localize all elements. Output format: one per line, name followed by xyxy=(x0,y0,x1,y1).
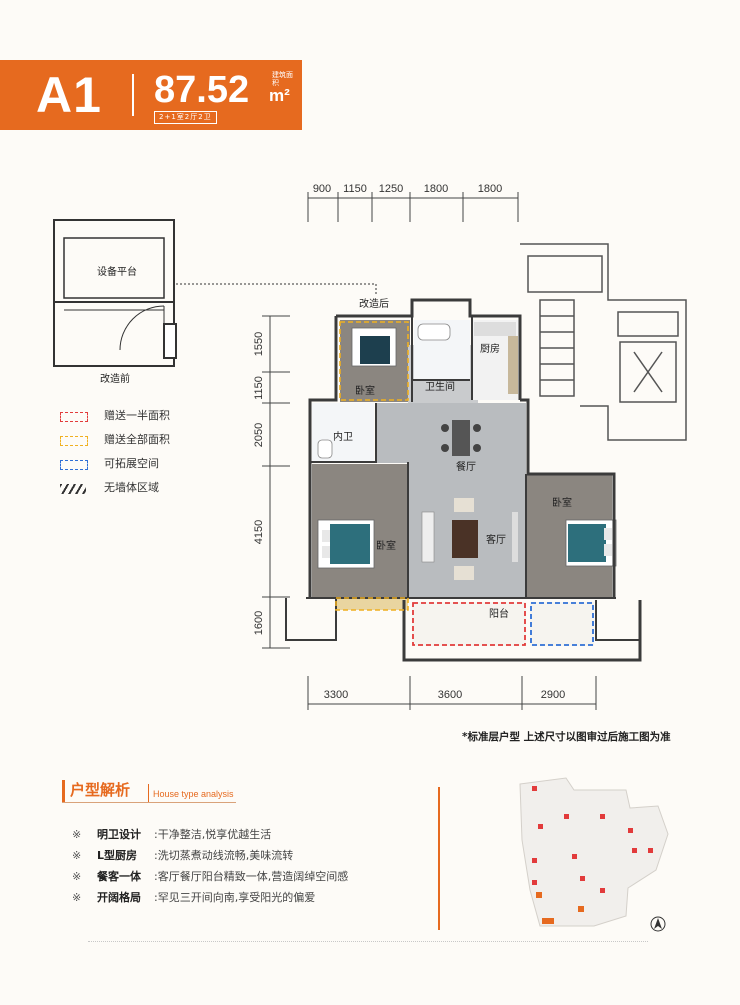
dim-bottom-1: 3300 xyxy=(324,689,348,701)
dim-top-4: 1800 xyxy=(424,183,448,195)
disclaimer-note: *标准层户型 上述尺寸以图审过后施工图为准 xyxy=(462,731,671,743)
bath-fixtures xyxy=(317,323,451,459)
item-key: 明卫设计 xyxy=(97,828,141,841)
unit-area: 87.52 xyxy=(154,69,250,111)
section-accent xyxy=(62,780,65,802)
banner-divider xyxy=(132,74,134,116)
dim-top-2: 1150 xyxy=(343,183,367,195)
bedroom-top-label: 卧室 xyxy=(355,384,375,397)
analysis-title: 户型解析 xyxy=(70,781,131,799)
after-mod-label: 改造后 xyxy=(359,297,389,310)
dim-left-4: 4150 xyxy=(253,520,265,544)
pre-modification-sketch xyxy=(53,219,177,367)
legend-swatch-full xyxy=(60,436,88,446)
bullet-icon: ※ xyxy=(72,891,82,904)
area-unit: m² xyxy=(269,86,290,105)
bed-right xyxy=(565,519,617,567)
bathroom-label: 卫生间 xyxy=(425,380,455,393)
bedroom-right-label: 卧室 xyxy=(552,496,572,509)
section-underline xyxy=(62,802,236,803)
bed-top xyxy=(351,327,397,367)
before-mod-label: 改造前 xyxy=(100,372,130,385)
site-buildings xyxy=(532,786,653,893)
top-dimension-line xyxy=(307,192,519,222)
layout-badge: 2+1室2厅2卫 xyxy=(154,111,217,124)
item-key: 餐客一体 xyxy=(97,870,141,883)
stair-core xyxy=(520,243,687,441)
dim-top-5: 1800 xyxy=(478,183,502,195)
site-boundary xyxy=(519,777,669,927)
walls xyxy=(285,298,642,662)
kitchen-fixtures xyxy=(474,322,518,394)
legend-label: 赠送一半面积 xyxy=(104,409,170,422)
legend-label: 可拓展空间 xyxy=(104,457,159,470)
equipment-platform-label: 设备平台 xyxy=(97,265,137,278)
connector-line xyxy=(176,283,377,296)
item-content: :罕见三开间向南,享受阳光的偏爱 xyxy=(154,891,316,904)
highlight-buildings xyxy=(536,892,584,924)
analysis-subtitle: House type analysis xyxy=(153,789,234,799)
floor-plan: 900 1150 1250 1800 1800 1550 1150 2050 4… xyxy=(53,183,687,710)
bullet-icon: ※ xyxy=(72,849,82,862)
bottom-dimension-line xyxy=(307,676,597,710)
dim-left-1: 1550 xyxy=(253,332,265,356)
balcony-label: 阳台 xyxy=(489,607,509,620)
fine-print-line xyxy=(88,941,648,946)
legend-swatch-expandable xyxy=(60,460,88,470)
unit-code: A1 xyxy=(36,67,102,123)
item-content: :洗切蒸煮动线流畅,美味流转 xyxy=(154,849,294,862)
legend-swatch-half xyxy=(60,412,88,422)
dining-table xyxy=(441,420,481,456)
section-divider xyxy=(148,784,149,802)
legend-label: 赠送全部面积 xyxy=(104,433,170,446)
item-key: L型厨房 xyxy=(97,849,138,862)
legend-label: 无墙体区域 xyxy=(104,481,159,494)
area-superscript: 建筑面积 xyxy=(272,71,293,87)
dim-bottom-2: 3600 xyxy=(438,689,462,701)
item-content: :客厅餐厅阳台精致一体,营造阔绰空间感 xyxy=(154,870,349,883)
compass-icon xyxy=(650,916,666,932)
left-dimension-line xyxy=(262,315,290,649)
dim-left-5: 1600 xyxy=(253,611,265,635)
legend-swatch-no-wall xyxy=(60,484,86,494)
header-banner: A1 87.52 建筑面积 m² 2+1室2厅2卫 xyxy=(0,60,302,130)
dim-bottom-3: 2900 xyxy=(541,689,565,701)
vertical-divider xyxy=(438,787,440,930)
dining-label: 餐厅 xyxy=(456,460,476,473)
living-label: 客厅 xyxy=(486,533,506,546)
bullet-icon: ※ xyxy=(72,870,82,883)
bedroom-master-label: 卧室 xyxy=(376,539,396,552)
item-key: 开阔格局 xyxy=(97,891,141,904)
zone-expandable xyxy=(530,602,594,646)
bullet-icon: ※ xyxy=(72,828,82,841)
zone-half-area xyxy=(412,602,526,646)
living-set xyxy=(421,498,518,580)
dim-top-1: 900 xyxy=(313,183,331,195)
zone-full-area-bottom xyxy=(335,597,409,611)
site-map xyxy=(519,777,669,932)
dim-top-3: 1250 xyxy=(379,183,403,195)
item-content: :干净整洁,悦享优越生活 xyxy=(154,828,272,841)
inner-bath-label: 内卫 xyxy=(333,430,353,443)
bed-master xyxy=(317,519,375,569)
dim-left-3: 2050 xyxy=(253,423,265,447)
zone-full-area-top xyxy=(339,321,409,401)
kitchen-label: 厨房 xyxy=(480,342,500,355)
dim-left-2: 1150 xyxy=(253,376,265,400)
